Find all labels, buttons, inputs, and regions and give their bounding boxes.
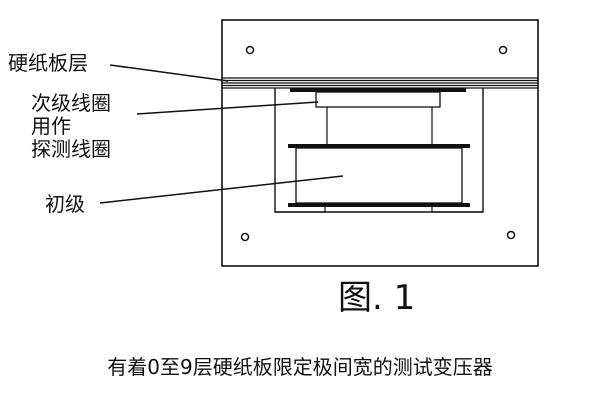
mounting-hole-top-left — [245, 45, 255, 55]
figure-caption: 有着0至9层硬纸板限定极间宽的测试变压器 — [107, 355, 493, 379]
core-frame — [221, 19, 539, 267]
primary-coil-bottom-flange — [288, 203, 470, 207]
figure-title: 图. 1 — [338, 278, 416, 318]
label-primary: 初级 — [45, 192, 85, 216]
lower-pedestal-left — [275, 207, 326, 213]
label-secondary-coil-line1: 次级线圈 — [31, 91, 111, 115]
label-cardboard-layer: 硬纸板层 — [8, 51, 88, 75]
secondary-coil-body — [315, 91, 441, 108]
mounting-hole-top-right — [498, 45, 508, 55]
label-secondary-coil-line3: 探测线圈 — [31, 137, 111, 161]
leader-secondary-coil — [136, 101, 319, 115]
secondary-coil-flange — [290, 88, 466, 92]
label-secondary-coil-line2: 用作 — [31, 114, 71, 138]
primary-coil-top-flange — [288, 144, 470, 148]
mounting-hole-bottom-left — [240, 232, 250, 242]
core-window — [274, 88, 484, 213]
cardboard-layers — [222, 77, 538, 89]
lower-pedestal-right — [431, 207, 483, 213]
primary-coil-body — [295, 147, 463, 204]
leader-primary — [99, 175, 344, 204]
leader-cardboard-layer — [109, 64, 229, 82]
mounting-hole-bottom-right — [506, 230, 516, 240]
